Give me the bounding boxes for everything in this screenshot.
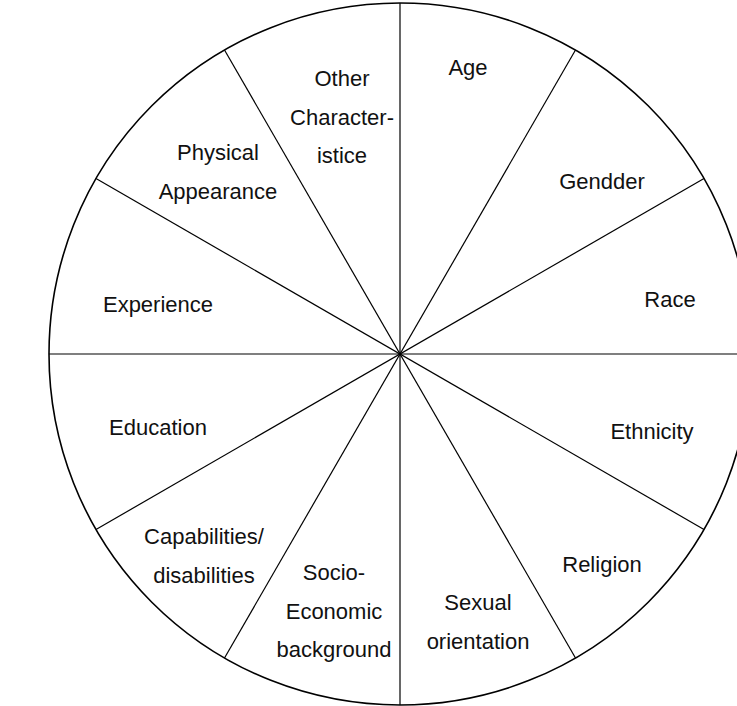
sector-label: Experience	[103, 286, 213, 325]
sector-divider	[225, 50, 576, 658]
diversity-sector: Ethnicity	[610, 413, 693, 452]
diversity-sector: Other Character- istice	[290, 60, 394, 176]
sector-label: Gendder	[559, 163, 645, 202]
sector-label: Race	[644, 281, 695, 320]
sector-label: Other Character- istice	[290, 60, 394, 176]
outer-circle	[49, 3, 737, 705]
sector-label: Ethnicity	[610, 413, 693, 452]
diversity-sector: Sexual orientation	[427, 584, 530, 661]
diversity-sector: Age	[448, 49, 487, 88]
diversity-sector: Capabilities/ disabilities	[144, 518, 264, 595]
diversity-sector: Education	[109, 409, 207, 448]
sector-label: Religion	[562, 546, 642, 585]
sector-label: Physical Appearance	[159, 134, 278, 211]
sector-label: Capabilities/ disabilities	[144, 518, 264, 595]
diversity-sector: Experience	[103, 286, 213, 325]
sector-label: Education	[109, 409, 207, 448]
sector-label: Age	[448, 49, 487, 88]
sector-label: Sexual orientation	[427, 584, 530, 661]
diversity-sector: Religion	[562, 546, 642, 585]
diversity-sector: Gendder	[559, 163, 645, 202]
diversity-sector: Race	[644, 281, 695, 320]
diversity-sector: Physical Appearance	[159, 134, 278, 211]
diversity-sector: Socio- Economic background	[277, 554, 392, 670]
sector-label: Socio- Economic background	[277, 554, 392, 670]
sector-divider	[49, 353, 737, 354]
